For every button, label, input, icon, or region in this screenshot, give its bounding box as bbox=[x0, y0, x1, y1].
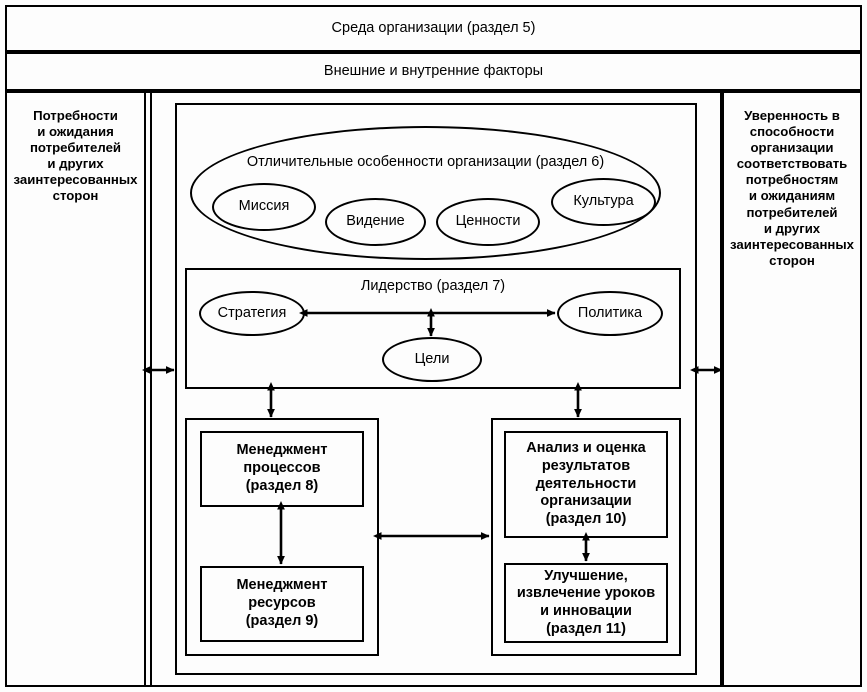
core-inner-frame bbox=[175, 103, 697, 675]
identity-ellipse-mission: Миссия bbox=[212, 183, 316, 231]
leadership-label-policy: Политика bbox=[577, 304, 643, 321]
analysis-evaluation-label: Анализ и оценка результатов деятельности… bbox=[526, 440, 646, 528]
factors-band-box bbox=[5, 52, 862, 91]
identity-label-culture: Культура bbox=[573, 193, 634, 210]
process-management-label: Менеджмент процессов (раздел 8) bbox=[236, 442, 328, 494]
leadership-ellipse-goals: Цели bbox=[382, 337, 482, 382]
identity-label-mission: Миссия bbox=[238, 198, 290, 215]
leadership-label-strategy: Стратегия bbox=[217, 304, 287, 321]
identity-ellipse-culture: Культура bbox=[551, 178, 656, 226]
leadership-title: Лидерство (раздел 7) bbox=[360, 278, 506, 295]
core-outer-container bbox=[150, 91, 722, 687]
identity-label-vision: Видение bbox=[346, 213, 405, 230]
improvement-innovation-box bbox=[504, 563, 668, 643]
improvement-innovation-label: Улучшение, извлечение уроков и инновации… bbox=[516, 567, 656, 637]
leadership-ellipse-strategy: Стратегия bbox=[199, 291, 305, 336]
identity-ellipse-vision: Видение bbox=[325, 198, 426, 246]
leadership-label-goals: Цели bbox=[414, 350, 450, 367]
leadership-ellipse-policy: Политика bbox=[557, 291, 663, 336]
resource-management-box bbox=[200, 566, 364, 642]
identity-ellipse-values: Ценности bbox=[436, 198, 540, 246]
identity-label-values: Ценности bbox=[455, 213, 521, 230]
factors-band-label: Внешние и внутренние факторы bbox=[323, 62, 544, 79]
environment-band-box bbox=[5, 5, 862, 52]
organization-identity-ellipse: Отличительные особенности организации (р… bbox=[190, 126, 661, 260]
right-confidence-panel bbox=[722, 91, 862, 687]
resource-management-label: Менеджмент ресурсов (раздел 9) bbox=[236, 577, 328, 629]
organization-identity-title: Отличительные особенности организации (р… bbox=[246, 154, 605, 170]
left-stakeholder-label: Потребности и ожидания потребителей и др… bbox=[13, 108, 138, 204]
analysis-block-container bbox=[491, 418, 681, 656]
right-confidence-label: Уверенность в способности организации со… bbox=[730, 108, 854, 268]
left-stakeholder-panel bbox=[5, 91, 146, 687]
environment-band-label: Среда организации (раздел 5) bbox=[331, 19, 536, 36]
leadership-box bbox=[185, 268, 681, 389]
